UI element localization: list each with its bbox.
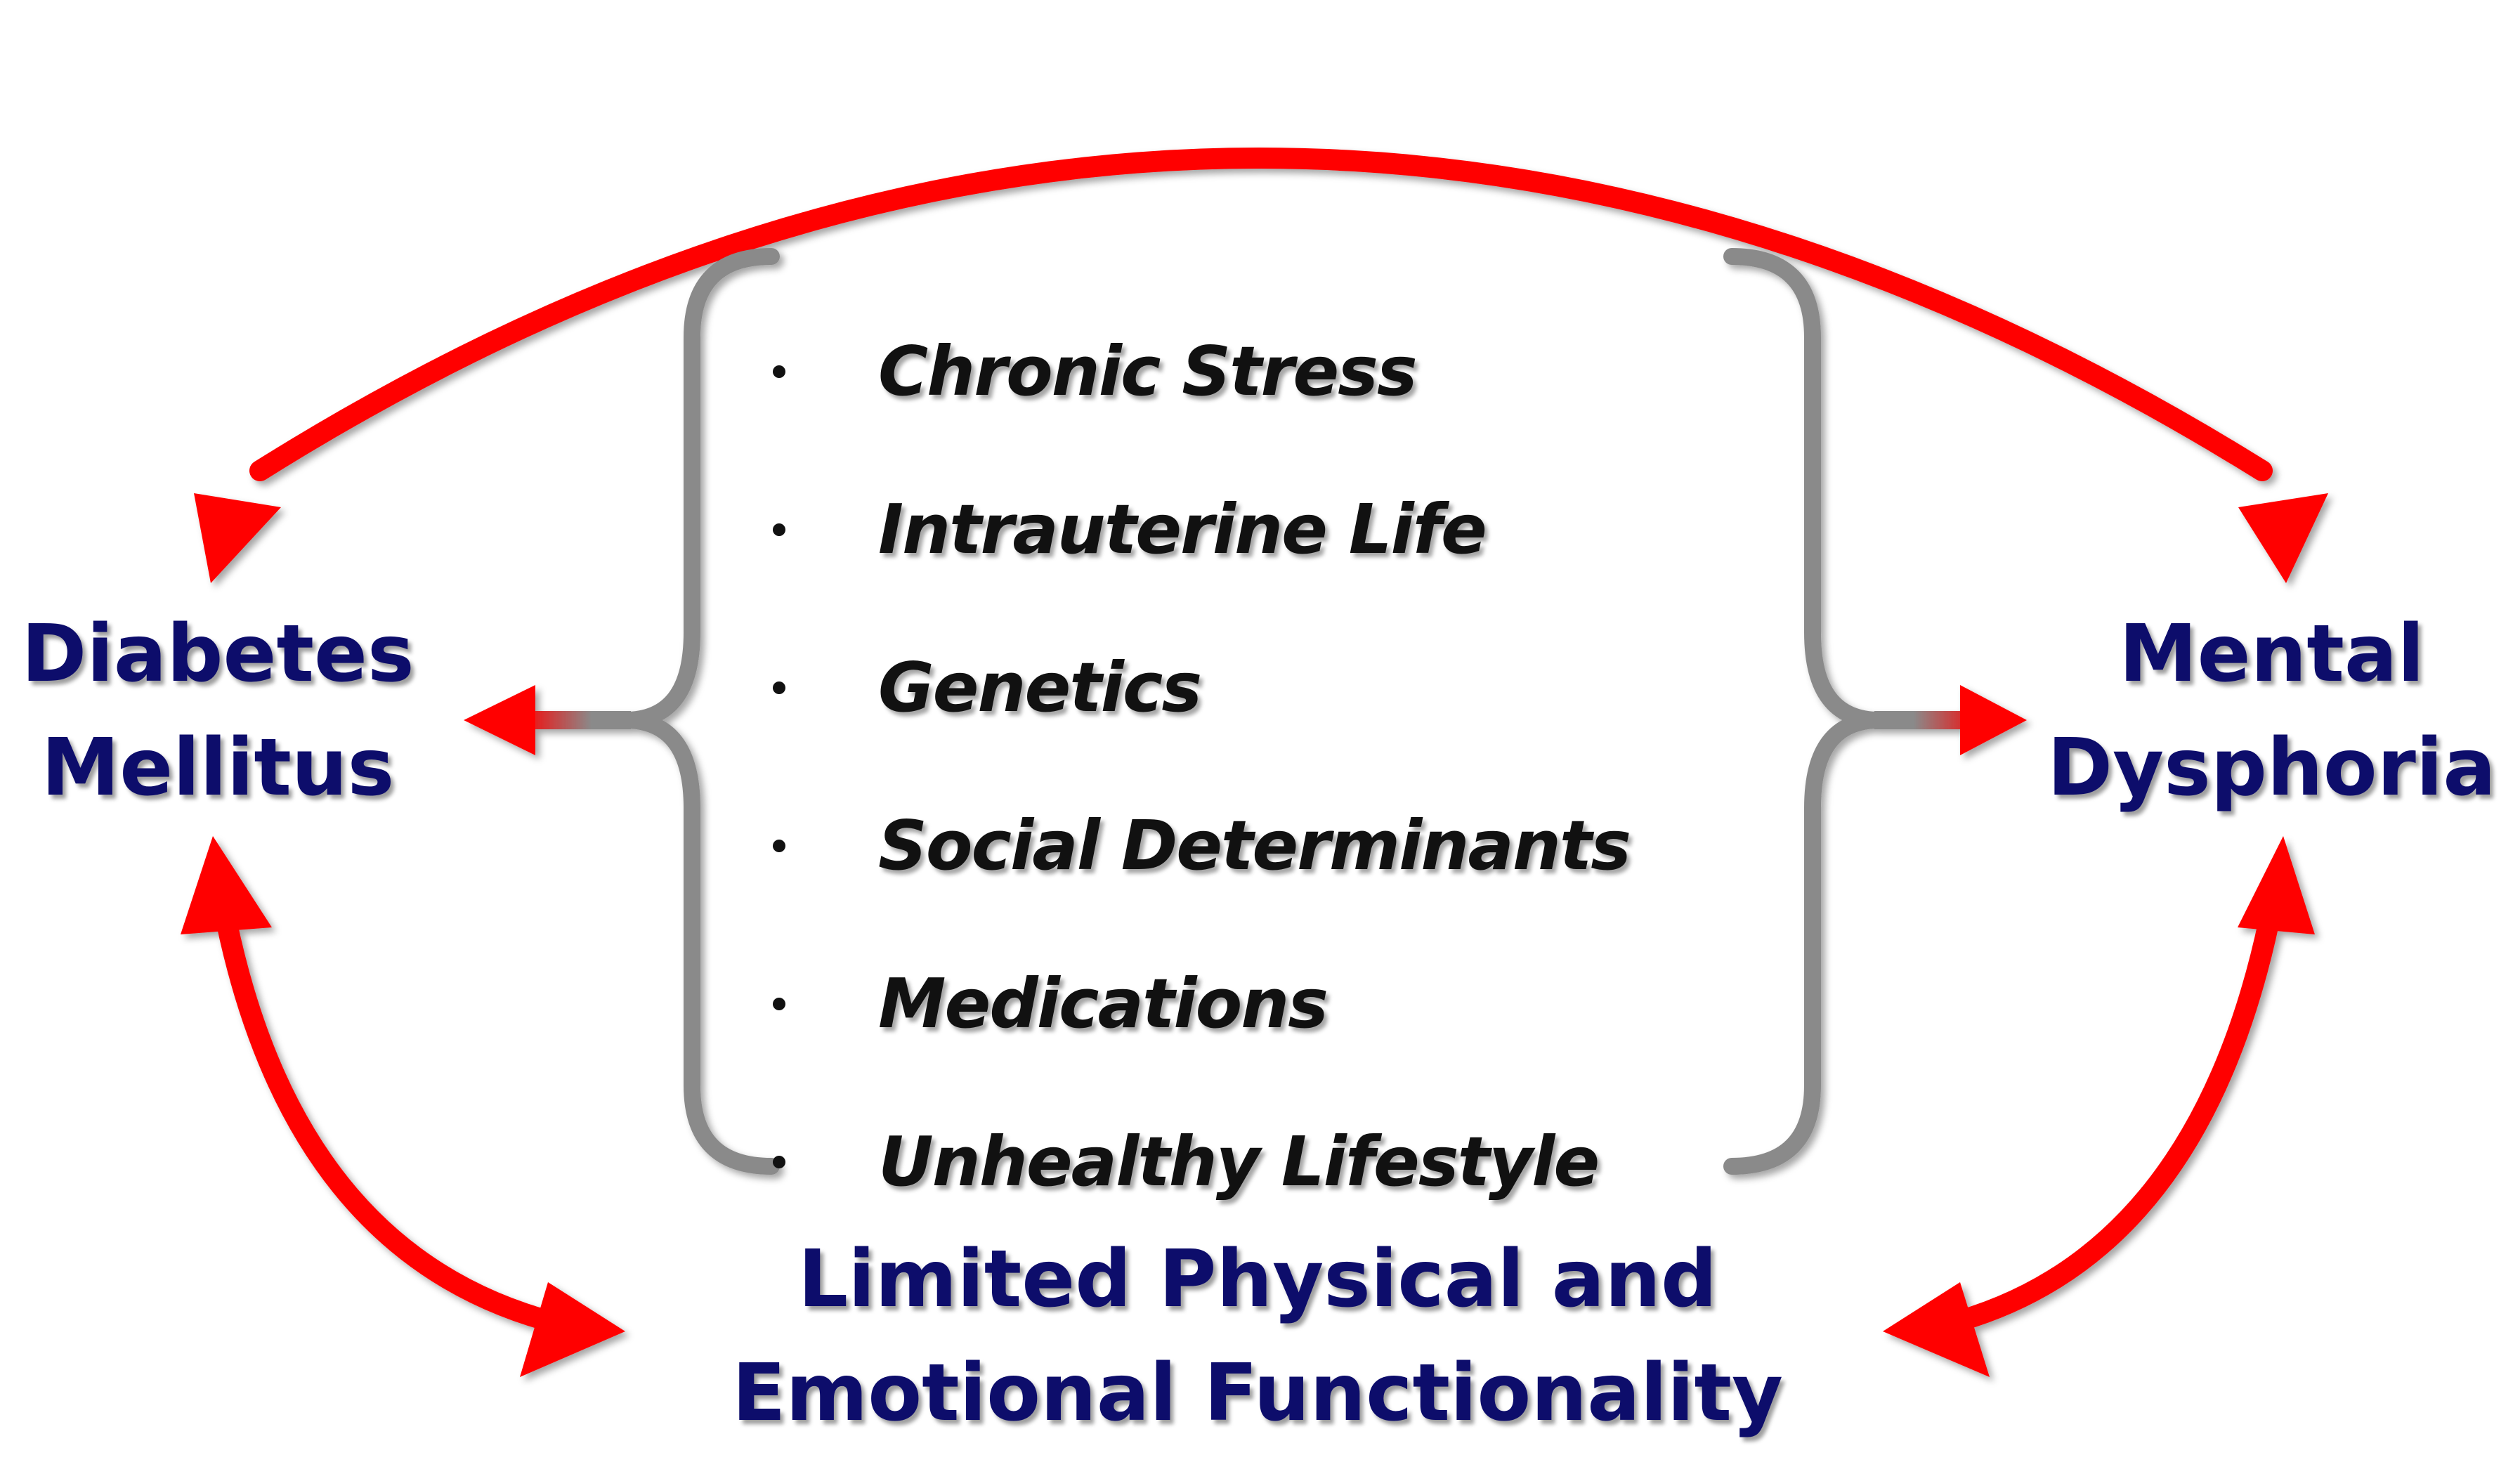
right-lower-arrow: [1883, 836, 2315, 1377]
bullet-icon: [773, 523, 785, 536]
bullet-icon: [773, 1155, 785, 1168]
factor-item: Medications: [759, 925, 1742, 1083]
node-limited-functionality: Limited Physical and Emotional Functiona…: [632, 1222, 1883, 1451]
factor-list: Chronic Stress Intrauterine Life Genetic…: [759, 292, 1742, 1241]
bullet-icon: [773, 681, 785, 694]
bullet-icon: [773, 365, 785, 378]
factor-item: Unhealthy Lifestyle: [759, 1083, 1742, 1241]
top-arc-arrow: [194, 148, 2328, 583]
node-mental-line2: Dysphoria: [2047, 722, 2496, 814]
bullet-icon: [773, 997, 785, 1010]
node-diabetes-line1: Diabetes: [21, 608, 414, 700]
left-lower-arrow: [181, 836, 625, 1377]
node-mental-dysphoria: Mental Dysphoria: [2023, 597, 2520, 826]
node-diabetes-mellitus: Diabetes Mellitus: [0, 597, 436, 826]
factor-item: Social Determinants: [759, 767, 1742, 925]
factor-label: Social Determinants: [878, 806, 1631, 885]
factor-label: Genetics: [878, 648, 1202, 727]
factor-label: Chronic Stress: [878, 332, 1418, 411]
node-limited-line2: Emotional Functionality: [731, 1348, 1784, 1440]
factor-item: Chronic Stress: [759, 292, 1742, 450]
node-limited-line1: Limited Physical and: [797, 1234, 1718, 1325]
factor-label: Unhealthy Lifestyle: [878, 1122, 1600, 1201]
bullet-icon: [773, 839, 785, 852]
factor-label: Medications: [878, 964, 1328, 1043]
right-bracket: [1723, 248, 2027, 1175]
factor-item: Genetics: [759, 608, 1742, 767]
factor-item: Intrauterine Life: [759, 450, 1742, 608]
node-mental-line1: Mental: [2119, 608, 2424, 700]
node-diabetes-line2: Mellitus: [41, 722, 395, 814]
factor-label: Intrauterine Life: [878, 490, 1487, 569]
left-bracket: [464, 248, 780, 1175]
